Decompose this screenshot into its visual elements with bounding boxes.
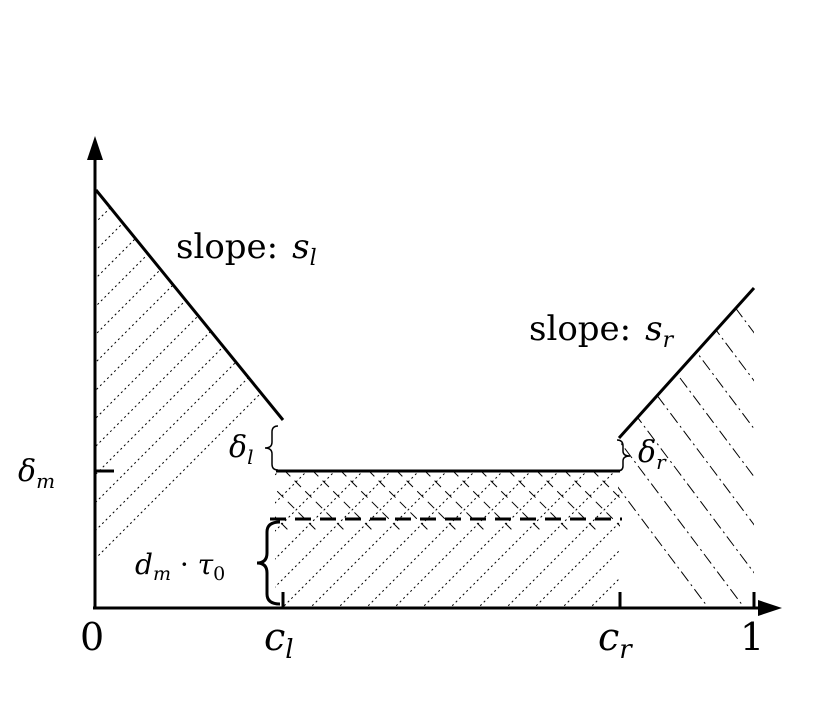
hatch-line	[275, 471, 317, 531]
hatch-line	[96, 190, 101, 608]
delta-r-label: δr	[638, 435, 667, 474]
hatch-line	[96, 190, 282, 608]
hatch-line	[567, 471, 620, 608]
middle-region-hatching	[200, 470, 620, 608]
hatch-line	[287, 471, 449, 608]
hatch-line	[96, 190, 282, 608]
hatch-line	[507, 471, 569, 531]
hatch-line	[96, 190, 282, 608]
x-axis-arrow-icon	[758, 600, 782, 616]
hatch-line	[399, 471, 561, 608]
delta-l-label: δl	[229, 430, 253, 469]
hatch-line	[618, 289, 754, 608]
dm-tau-label: dm · τ0	[135, 548, 225, 585]
hatch-line	[96, 190, 282, 608]
hatch-line	[311, 471, 373, 531]
hatch-line	[563, 471, 620, 531]
hatch-line	[315, 471, 477, 608]
hatch-line	[395, 471, 457, 531]
hatch-line	[343, 471, 505, 608]
hatch-line	[479, 471, 541, 531]
hatch-line	[649, 289, 754, 608]
delta-r-brace	[616, 439, 631, 472]
hatch-line	[275, 471, 393, 608]
hatch-line	[451, 471, 513, 531]
x-tick-label-zero: 0	[80, 615, 104, 659]
hatch-line	[367, 471, 429, 531]
slope-right-label: slope:sr	[529, 309, 675, 353]
hatch-line	[423, 471, 485, 531]
hatch-line	[535, 471, 597, 531]
hatch-line	[758, 290, 831, 610]
hatch-line	[96, 190, 157, 608]
hatch-line	[427, 471, 589, 608]
hatch-line	[618, 289, 747, 608]
hatch-line	[511, 471, 620, 608]
hatch-line	[200, 470, 260, 530]
left-region-hatching	[96, 190, 282, 608]
delta-l-brace	[264, 425, 279, 471]
hatch-line	[96, 190, 129, 608]
x-tick-label-cr: cr	[598, 615, 633, 665]
hatch-line	[96, 190, 282, 608]
hatch-line	[455, 471, 617, 608]
left-slope-line	[94, 189, 285, 421]
dm-tau-brace	[256, 520, 281, 606]
hatch-line	[283, 471, 345, 531]
slope-left-label: slope:sl	[176, 227, 317, 271]
hatch-line	[371, 471, 533, 608]
hatch-line	[618, 289, 711, 608]
delta-m-label: δm	[18, 454, 55, 493]
hatch-line	[96, 190, 185, 608]
hatch-line	[339, 471, 401, 531]
hatch-line	[685, 289, 754, 608]
right-slope-line	[617, 286, 756, 440]
x-tick-label-cl: cl	[264, 615, 294, 665]
x-axis	[93, 600, 782, 616]
hatch-line	[619, 471, 620, 531]
y-axis	[87, 136, 103, 608]
y-axis-arrow-icon	[87, 136, 103, 160]
x-tick-label-one: 1	[740, 615, 764, 659]
hatch-line	[721, 289, 754, 608]
hatch-line	[618, 289, 754, 608]
hatch-line	[96, 190, 282, 608]
